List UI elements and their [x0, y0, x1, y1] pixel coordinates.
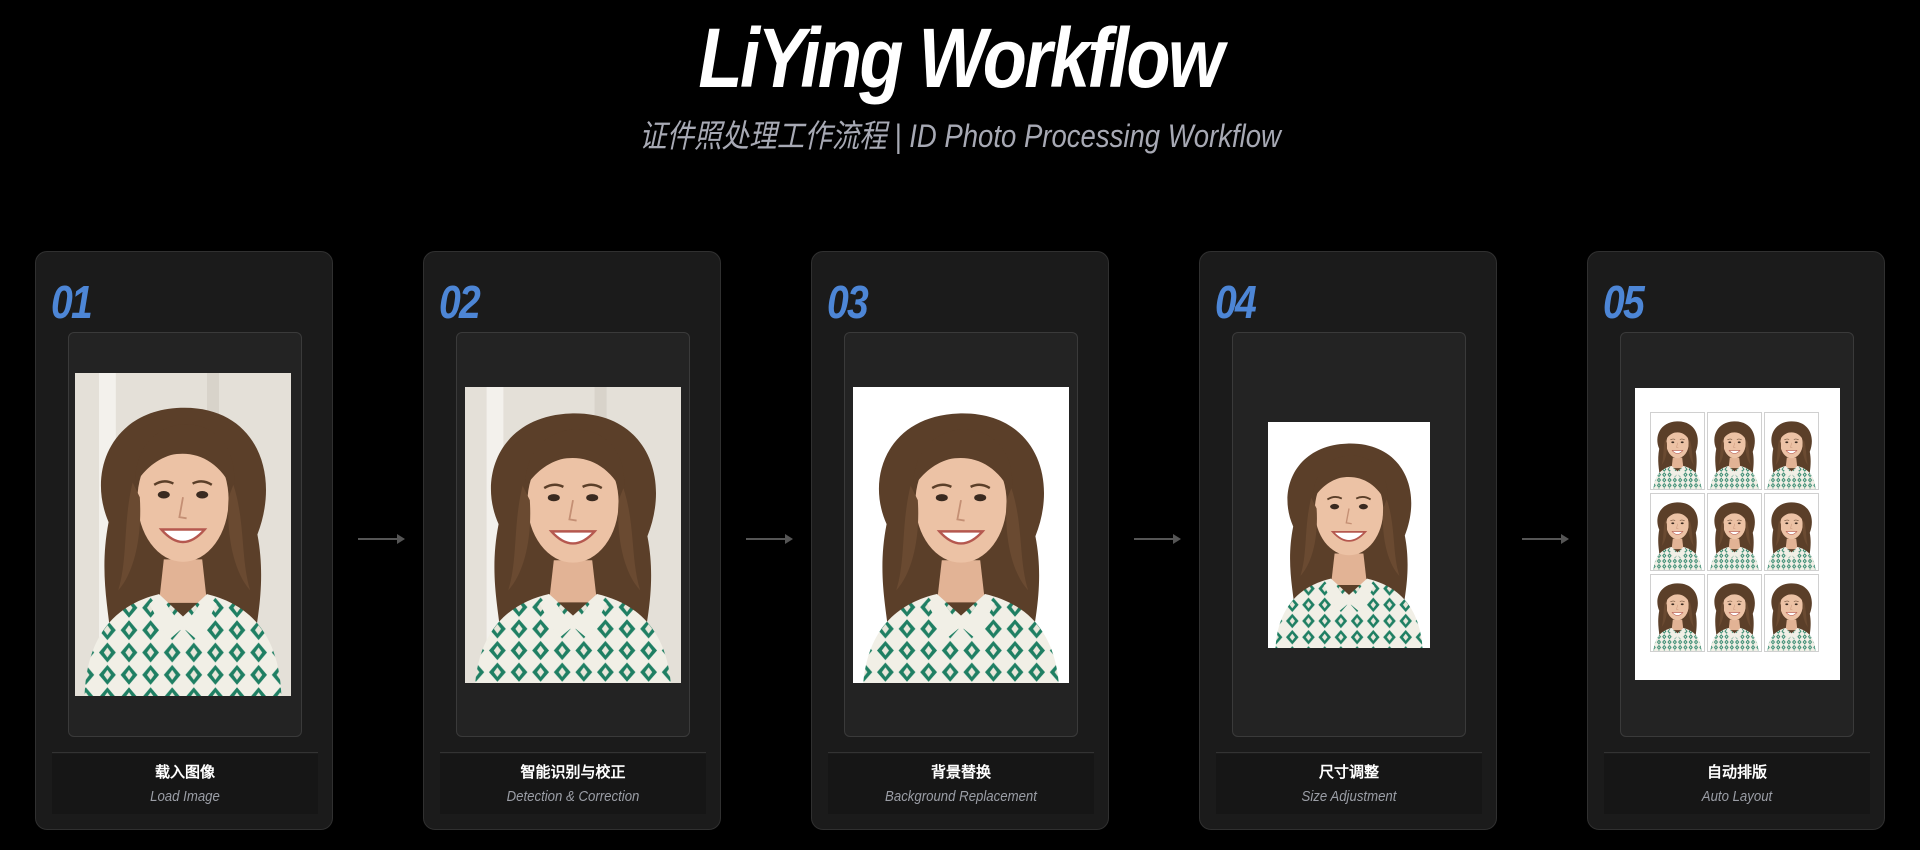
- step-caption: 背景替换 Background Replacement: [828, 754, 1094, 814]
- step-label-en: Detection & Correction: [506, 788, 640, 805]
- step-number: 05: [1603, 276, 1645, 328]
- step-card-5: 05 自动排版 Auto Layout: [1587, 251, 1885, 830]
- arrow-right-icon: [746, 534, 793, 544]
- step-label-en: Load Image: [150, 788, 220, 805]
- page-title: LiYing Workflow: [698, 11, 1224, 105]
- portrait-image: [465, 387, 681, 683]
- page-subtitle: 证件照处理工作流程 | ID Photo Processing Workflow: [639, 118, 1281, 154]
- photo-thumbnail: [1650, 412, 1705, 490]
- step-number: 02: [439, 276, 481, 328]
- step-card-2: 02 智能识别与校正 Detection & Correction: [423, 251, 721, 830]
- step-number: 03: [827, 276, 869, 328]
- image-frame: [68, 332, 302, 737]
- step-number: 04: [1215, 276, 1257, 328]
- step-caption: 自动排版 Auto Layout: [1604, 754, 1870, 814]
- portrait-image: [1268, 422, 1430, 648]
- card-divider: [1216, 752, 1482, 753]
- photo-thumbnail: [1707, 574, 1762, 652]
- step-caption: 尺寸调整 Size Adjustment: [1216, 754, 1482, 814]
- card-divider: [52, 752, 318, 753]
- step-label-cn: 背景替换: [930, 763, 991, 781]
- portrait-image: [75, 373, 291, 696]
- image-frame: [456, 332, 690, 737]
- step-number: 01: [51, 276, 93, 328]
- photo-sheet: [1635, 388, 1840, 680]
- step-label-en: Size Adjustment: [1301, 788, 1397, 805]
- step-card-3: 03 背景替换 Background Replacement: [811, 251, 1109, 830]
- card-divider: [440, 752, 706, 753]
- card-divider: [1604, 752, 1870, 753]
- photo-thumbnail: [1650, 493, 1705, 571]
- image-frame: [1620, 332, 1854, 737]
- portrait-image: [853, 387, 1069, 683]
- arrow-right-icon: [358, 534, 405, 544]
- step-caption: 载入图像 Load Image: [52, 754, 318, 814]
- step-label-en: Background Replacement: [885, 788, 1037, 805]
- step-card-1: 01 载入图像 Load Image: [35, 251, 333, 830]
- photo-thumbnail: [1764, 574, 1819, 652]
- photo-thumbnail: [1650, 574, 1705, 652]
- step-card-4: 04 尺寸调整 Size Adjustment: [1199, 251, 1497, 830]
- image-frame: [844, 332, 1078, 737]
- step-label-cn: 自动排版: [1706, 763, 1767, 781]
- photo-thumbnail: [1764, 493, 1819, 571]
- image-frame: [1232, 332, 1466, 737]
- arrow-right-icon: [1522, 534, 1569, 544]
- step-caption: 智能识别与校正 Detection & Correction: [440, 754, 706, 814]
- step-label-en: Auto Layout: [1701, 788, 1773, 805]
- card-divider: [828, 752, 1094, 753]
- photo-thumbnail: [1707, 412, 1762, 490]
- photo-thumbnail: [1707, 493, 1762, 571]
- step-label-cn: 智能识别与校正: [520, 763, 626, 781]
- step-label-cn: 载入图像: [154, 763, 215, 781]
- step-label-cn: 尺寸调整: [1318, 763, 1379, 781]
- photo-thumbnail: [1764, 412, 1819, 490]
- arrow-right-icon: [1134, 534, 1181, 544]
